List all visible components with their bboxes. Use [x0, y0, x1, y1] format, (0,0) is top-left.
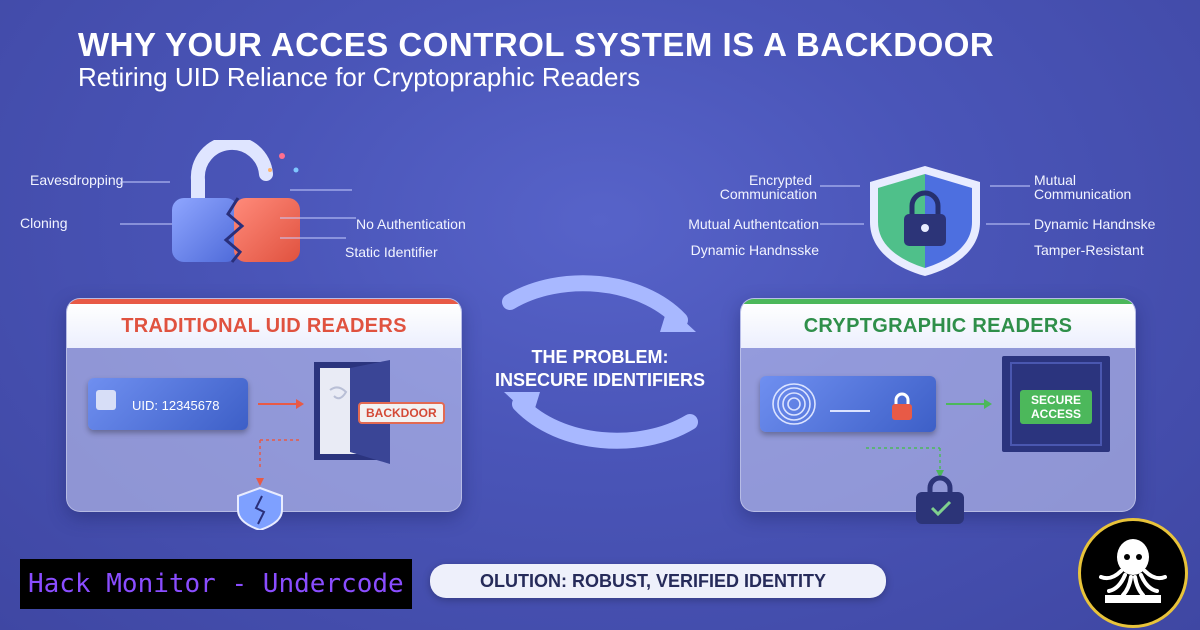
watermark-text: Hack Monitor - Undercode — [20, 559, 412, 609]
label-mutual: Mutual — [1034, 172, 1077, 188]
page-title: WHY YOUR ACCES CONTROL SYSTEM IS A BACKD… — [78, 26, 995, 63]
problem-statement: THE PROBLEM: INSECURE IDENTIFIERS — [460, 346, 740, 392]
problem-line-2: INSECURE IDENTIFIERS — [494, 370, 706, 390]
uid-text: UID: 12345678 — [132, 398, 220, 413]
label-encrypted: Encrypted — [748, 172, 812, 188]
octopus-glyph-icon — [1099, 539, 1167, 603]
card-line — [830, 410, 870, 412]
label-mutual-authentication: Mutual Authentcation — [688, 216, 819, 232]
curved-arrow-icon — [502, 275, 698, 449]
label-eavesdropping: Eavesdropping — [30, 172, 124, 188]
secure-line-2: ACCESS — [1030, 407, 1081, 421]
secure-line-1: SECURE — [1030, 393, 1081, 407]
id-card-icon: UID: 12345678 — [88, 378, 248, 430]
fingerprint-icon — [772, 383, 816, 425]
traditional-readers-heading: TRADITIONAL UID READERS — [67, 299, 461, 348]
label-dynamic-handshake-left: Dynamic Handnsske — [690, 242, 819, 258]
solution-bar: OLUTION: ROBUST, VERIFIED IDENTITY — [430, 564, 886, 598]
cryptographic-readers-heading: CRYPTGRAPHIC READERS — [741, 299, 1135, 348]
label-static-identifier: Static Identifier — [345, 244, 438, 260]
label-tamper-resistant: Tamper-Resistant — [1034, 242, 1144, 258]
label-cloning: Cloning — [20, 215, 68, 231]
backdoor-tag: BACKDOOR — [358, 402, 445, 424]
card-photo-icon — [96, 390, 116, 410]
fingerprint-card-icon — [760, 376, 936, 432]
problem-line-1: THE PROBLEM: — [531, 347, 669, 367]
label-encrypted-communication: Communication — [719, 186, 817, 202]
padlock-icon — [866, 447, 964, 524]
arrow-right-green-icon — [946, 399, 992, 409]
secure-access-tag: SECURE ACCESS — [1020, 390, 1092, 424]
label-dynamic-handshake-right: Dynamic Handnske — [1034, 216, 1156, 232]
label-mutual-communication: Communication — [1034, 186, 1132, 202]
octopus-logo-icon — [1078, 518, 1188, 628]
shield-lock-icon — [820, 166, 1030, 276]
secure-door-icon: SECURE ACCESS — [1002, 356, 1110, 452]
cracked-shield-icon — [237, 439, 300, 530]
page-subtitle: Retiring UID Reliance for Cryptopraphic … — [78, 62, 641, 92]
secure-door-frame — [1010, 362, 1102, 446]
label-no-authentication: No Authentication — [356, 216, 466, 232]
arrow-right-icon — [258, 399, 304, 409]
broken-padlock-icon — [120, 140, 356, 263]
padlock-small-icon — [892, 392, 912, 420]
